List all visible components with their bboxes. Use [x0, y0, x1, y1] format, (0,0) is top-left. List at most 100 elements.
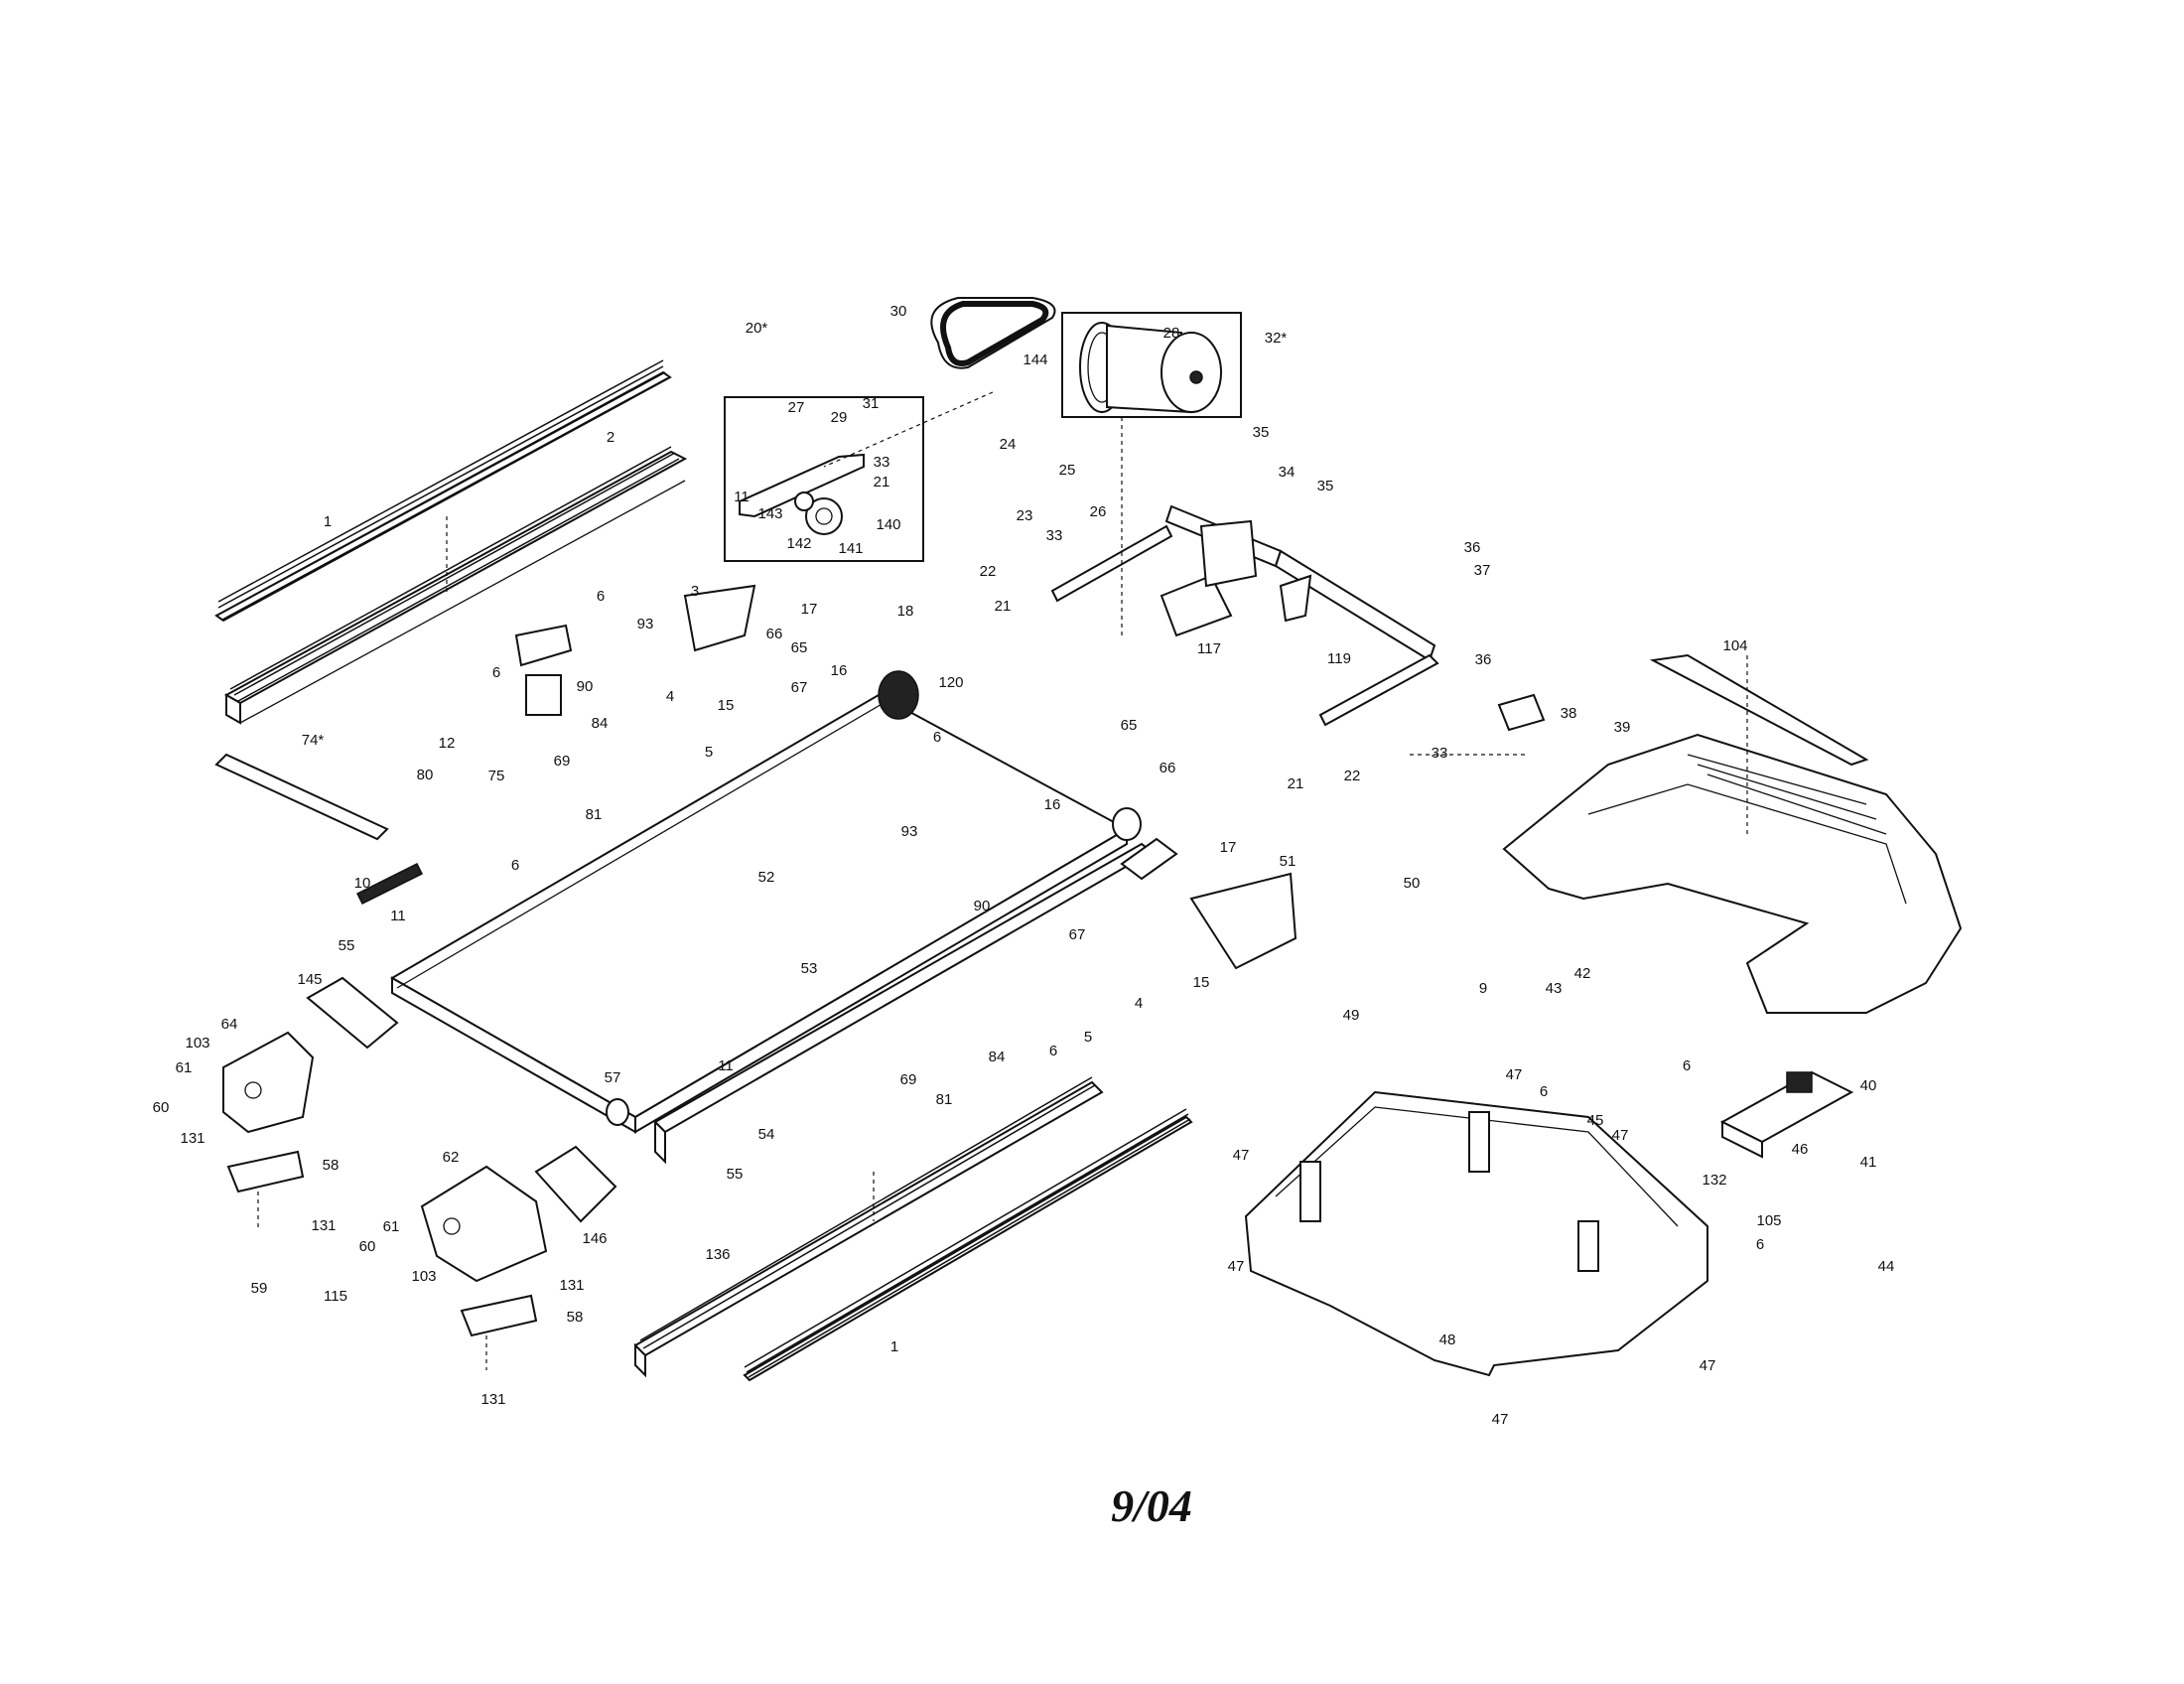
- part-label-9: 143: [757, 505, 782, 522]
- part-label-114: 47: [1700, 1357, 1716, 1374]
- part-label-94: 50: [1404, 875, 1421, 892]
- part-label-67: 33: [1432, 745, 1448, 762]
- part-label-88: 57: [605, 1069, 621, 1086]
- side-rail-part-1: [214, 359, 672, 623]
- part-label-75: 4: [1135, 995, 1143, 1012]
- part-label-72: 90: [974, 898, 991, 914]
- part-label-48: 75: [488, 768, 505, 784]
- part-label-93: 81: [936, 1091, 953, 1108]
- part-label-64: 119: [1327, 650, 1351, 667]
- part-label-90: 54: [758, 1126, 775, 1143]
- part-label-89: 11: [718, 1057, 734, 1074]
- part-label-23: 21: [995, 598, 1012, 615]
- part-label-111: 44: [1878, 1258, 1895, 1275]
- part-label-105: 47: [1612, 1127, 1629, 1144]
- part-label-127: 1: [890, 1338, 898, 1355]
- controller-board-part-40: [1719, 1070, 1854, 1159]
- part-label-28: 37: [1474, 562, 1491, 579]
- part-label-73: 67: [1069, 926, 1086, 943]
- part-label-116: 62: [443, 1149, 460, 1166]
- part-label-122: 58: [567, 1309, 584, 1326]
- part-label-86: 58: [323, 1157, 340, 1174]
- part-label-66: 38: [1561, 705, 1577, 722]
- part-label-59: 65: [1121, 717, 1138, 734]
- part-label-31: 93: [637, 616, 654, 632]
- part-label-107: 41: [1860, 1154, 1877, 1171]
- walking-deck-part-52: [389, 693, 1130, 1134]
- part-label-81: 64: [221, 1016, 238, 1033]
- part-label-74: 15: [1193, 974, 1210, 991]
- part-label-123: 131: [480, 1391, 505, 1408]
- side-rail-part-136: [633, 1076, 1104, 1378]
- motor-hood-part-39: [1502, 733, 1963, 1014]
- frame-bracket-part-51: [1120, 837, 1297, 970]
- part-label-99: 6: [1683, 1057, 1691, 1074]
- part-label-38: 16: [831, 662, 848, 679]
- part-label-103: 45: [1587, 1112, 1604, 1129]
- endcap-insert-part-145: [306, 976, 399, 1050]
- part-label-2: 20*: [746, 320, 768, 337]
- part-label-125: 115: [324, 1288, 347, 1305]
- part-label-77: 6: [1049, 1043, 1057, 1059]
- part-label-46: 74*: [302, 732, 325, 749]
- part-label-96: 9: [1479, 980, 1487, 997]
- part-label-95: 49: [1343, 1007, 1360, 1024]
- part-label-44: 15: [718, 697, 735, 714]
- part-label-54: 11: [390, 908, 406, 924]
- part-label-27: 36: [1464, 539, 1481, 556]
- part-label-37: 67: [791, 679, 808, 696]
- part-label-101: 47: [1506, 1066, 1523, 1083]
- part-label-120: 103: [411, 1268, 436, 1285]
- base-pan-part-48: [1244, 1090, 1708, 1377]
- part-label-13: 30: [890, 303, 907, 320]
- part-label-51: 81: [586, 806, 603, 823]
- part-label-108: 132: [1702, 1172, 1726, 1189]
- part-label-17: 24: [1000, 436, 1017, 453]
- part-label-115: 47: [1492, 1411, 1509, 1428]
- part-label-0: 1: [324, 513, 332, 530]
- part-label-26: 35: [1317, 478, 1334, 494]
- part-label-45: 5: [705, 744, 713, 761]
- revision-date: 9/04: [1111, 1480, 1192, 1531]
- leveler-foot-part-58b: [460, 1294, 538, 1337]
- part-label-24: 35: [1253, 424, 1270, 441]
- part-label-11: 141: [838, 540, 863, 557]
- part-label-113: 48: [1439, 1332, 1456, 1348]
- part-label-12: 140: [876, 516, 900, 533]
- leveler-foot-part-58a: [226, 1150, 305, 1193]
- part-label-53: 10: [354, 875, 371, 892]
- part-label-112: 47: [1228, 1258, 1245, 1275]
- part-label-18: 25: [1059, 462, 1076, 479]
- part-label-63: 51: [1280, 853, 1297, 870]
- part-label-70: 104: [1722, 637, 1747, 654]
- part-label-41: 90: [577, 678, 594, 695]
- endcap-insert-part-146: [534, 1145, 617, 1223]
- drive-motor-part-28: [1079, 322, 1222, 414]
- part-label-78: 84: [989, 1049, 1006, 1065]
- part-label-42: 84: [592, 715, 609, 732]
- part-label-49: 69: [554, 753, 571, 770]
- part-label-36: 65: [791, 639, 808, 656]
- part-label-1: 2: [607, 429, 614, 446]
- part-label-79: 53: [801, 960, 818, 977]
- side-frame-part-54: [606, 842, 1154, 1165]
- drive-belt-part-30: [930, 297, 1056, 369]
- front-roller-part-120: [878, 670, 1142, 841]
- part-label-87: 131: [311, 1217, 336, 1234]
- part-label-92: 69: [900, 1071, 917, 1088]
- part-label-6: 33: [874, 454, 890, 471]
- part-label-16: 144: [1023, 351, 1047, 368]
- part-label-52: 6: [511, 857, 519, 874]
- part-label-7: 21: [874, 474, 890, 491]
- part-label-110: 6: [1756, 1236, 1764, 1253]
- part-label-102: 6: [1540, 1083, 1548, 1100]
- part-label-25: 34: [1279, 464, 1296, 481]
- part-label-62: 17: [1220, 839, 1237, 856]
- part-label-61: 93: [901, 823, 918, 840]
- part-label-20: 26: [1090, 503, 1107, 520]
- part-label-55: 55: [339, 937, 355, 954]
- part-label-39: 120: [938, 674, 963, 691]
- part-label-126: 136: [705, 1246, 730, 1263]
- part-label-15: 32*: [1265, 330, 1288, 347]
